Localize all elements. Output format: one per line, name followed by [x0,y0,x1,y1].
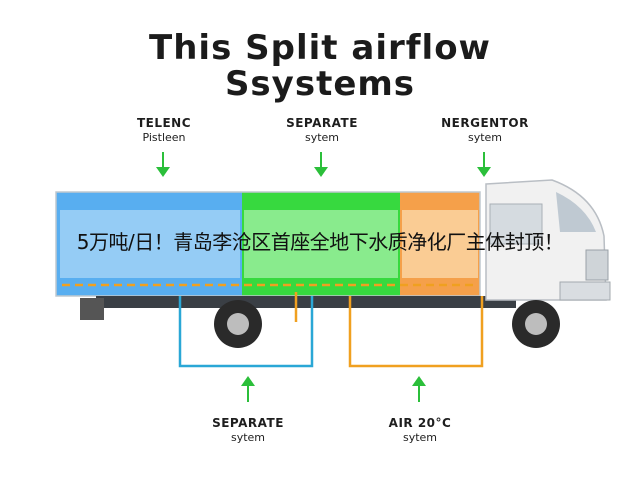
down-arrow-icon [314,152,328,178]
cab-grille [585,249,609,281]
front-wheel-hub [525,313,547,335]
top-label-nergentor-sub: sytem [467,131,503,144]
bottom-label-air-name: AIR 20°C [388,416,452,430]
rear-bumper [80,298,104,320]
top-label-telenc-sub: Pistleen [142,131,186,144]
cab-windshield [556,192,596,232]
bottom-label-air: AIR 20°C sytem [340,416,500,444]
zone-green-inner [244,210,398,278]
top-label-separate: SEPARATE sytem [242,116,402,144]
orange-duct [348,296,484,368]
zone-orange-inner [402,210,478,278]
top-label-separate-sub: sytem [304,131,340,144]
bottom-label-separate-sub: sytem [230,431,266,444]
bottom-label-separate-name: SEPARATE [212,416,284,430]
down-arrow-icon [477,152,491,178]
bottom-label-separate: SEPARATE sytem [168,416,328,444]
cab-window [489,203,543,245]
title-line-2: Ssystems [224,64,416,104]
zone-blue-inner [60,210,240,278]
down-arrow-icon [156,152,170,178]
front-bumper [559,281,611,301]
chassis [96,296,516,308]
rear-wheel-hub [227,313,249,335]
title-line-1: This Split airflow [149,28,491,68]
top-label-nergentor-name: NERGENTOR [441,116,529,130]
top-label-telenc: TELENC Pistleen [84,116,244,144]
up-arrow-icon [241,376,255,402]
bottom-label-air-sub: sytem [402,431,438,444]
top-label-nergentor: NERGENTOR sytem [405,116,565,144]
up-arrow-icon [412,376,426,402]
top-label-telenc-name: TELENC [136,116,192,130]
top-label-separate-name: SEPARATE [286,116,358,130]
blue-duct [178,296,314,368]
overlay-caption: 5万吨/日！青岛李沧区首座全地下水质净化厂主体封顶！ [76,230,564,254]
